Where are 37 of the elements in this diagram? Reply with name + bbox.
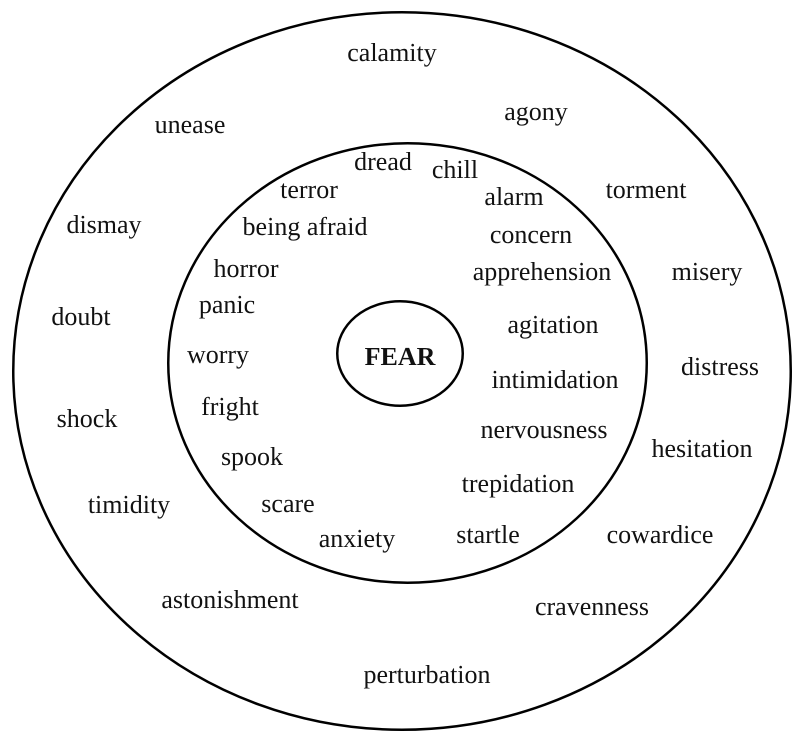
word-label: spook — [220, 442, 284, 472]
word-label: chill — [432, 155, 478, 185]
word-label: calamity — [347, 38, 437, 68]
word-label: shock — [56, 404, 118, 434]
word-label: hesitation — [651, 434, 753, 464]
word-label: astonishment — [161, 585, 299, 615]
word-label: anxiety — [318, 524, 396, 554]
word-label: nervousness — [480, 415, 608, 445]
word-label: fright — [201, 392, 259, 422]
word-label: horror — [214, 254, 278, 284]
word-label: startle — [456, 520, 520, 550]
word-label: apprehension — [472, 257, 612, 287]
word-label: being afraid — [242, 212, 368, 242]
word-label: panic — [198, 290, 256, 320]
word-label: doubt — [51, 302, 111, 332]
word-label: intimidation — [491, 365, 619, 395]
center-word: FEAR — [364, 342, 436, 372]
word-label: agony — [504, 97, 568, 127]
word-label: torment — [606, 175, 686, 205]
word-label: dismay — [66, 210, 142, 240]
word-label: cowardice — [606, 520, 714, 550]
word-label: cravenness — [534, 592, 650, 622]
center-ellipse — [336, 300, 464, 407]
word-label: perturbation — [363, 660, 491, 690]
word-label: misery — [672, 257, 742, 287]
word-label: concern — [490, 220, 572, 250]
word-label: agitation — [508, 310, 598, 340]
word-label: worry — [186, 340, 250, 370]
word-label: alarm — [484, 182, 544, 212]
word-label: trepidation — [462, 469, 574, 499]
word-label: dread — [354, 147, 412, 177]
word-label: distress — [681, 352, 759, 382]
word-label: unease — [154, 110, 226, 140]
word-label: timidity — [88, 490, 170, 520]
word-label: scare — [261, 489, 315, 519]
word-label: terror — [280, 175, 338, 205]
outer-ellipse — [12, 11, 792, 731]
